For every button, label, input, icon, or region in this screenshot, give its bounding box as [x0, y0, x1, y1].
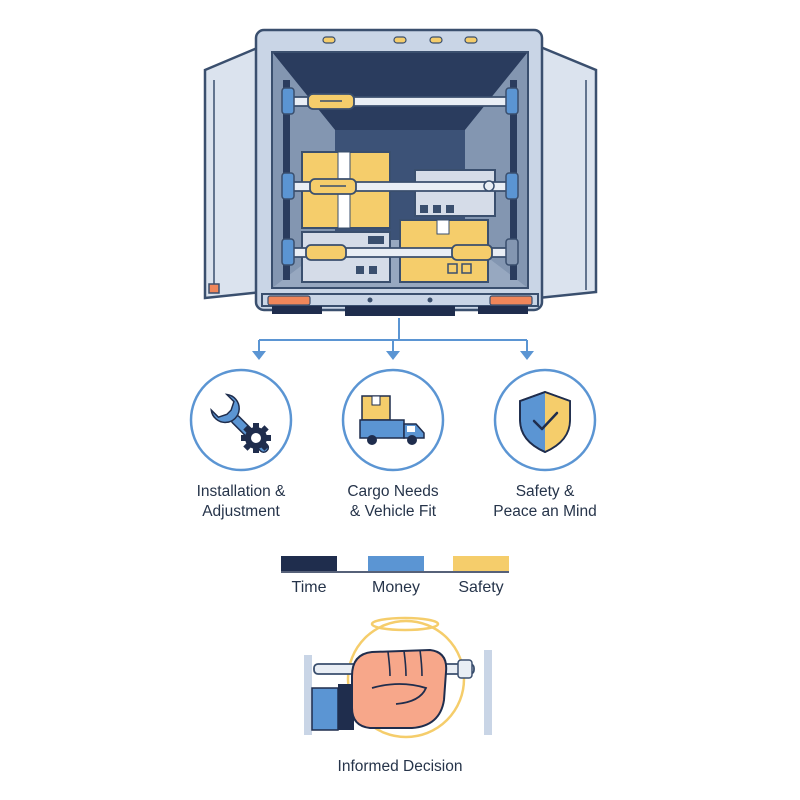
arrow-cargo: [386, 351, 400, 360]
cargo-bar-middle: [281, 172, 519, 200]
legend-bar: [281, 556, 509, 573]
cargo-bar-bottom: [281, 238, 519, 266]
gear-icon: [241, 423, 271, 453]
legend-swatch-safety: [453, 556, 509, 571]
halo-icon: [370, 616, 440, 632]
right-truck-door: [536, 44, 598, 300]
truck-rear-illustration: [203, 28, 598, 316]
cargo-box-right-top: [414, 169, 496, 217]
shield-check-icon: [493, 368, 597, 472]
feature-label-installation: Installation & Adjustment: [196, 483, 286, 520]
arrow-installation: [252, 351, 266, 360]
hand-gripping-bar-icon: [304, 616, 492, 739]
legend-swatch-money: [368, 556, 424, 571]
rear-bumper: [261, 293, 539, 316]
feature-label-cargo: Cargo Needs & Vehicle Fit: [347, 483, 439, 520]
legend-label-safety: Safety: [458, 579, 504, 596]
connector-arrows: [252, 318, 534, 360]
legend-swatch-time: [281, 556, 337, 571]
wrench-gear-icon: [189, 368, 293, 472]
legend-label-time: Time: [291, 579, 327, 596]
marker-lights: [322, 36, 478, 44]
cargo-bar-top: [281, 87, 519, 115]
feature-label-safety: Safety & Peace an Mind: [493, 483, 597, 520]
left-truck-door: [203, 44, 264, 300]
decision-label: Informed Decision: [337, 758, 463, 775]
checkmark-icon: [532, 411, 559, 431]
box-truck-icon: [341, 368, 445, 472]
arrow-safety: [520, 351, 534, 360]
legend-label-money: Money: [371, 579, 421, 596]
